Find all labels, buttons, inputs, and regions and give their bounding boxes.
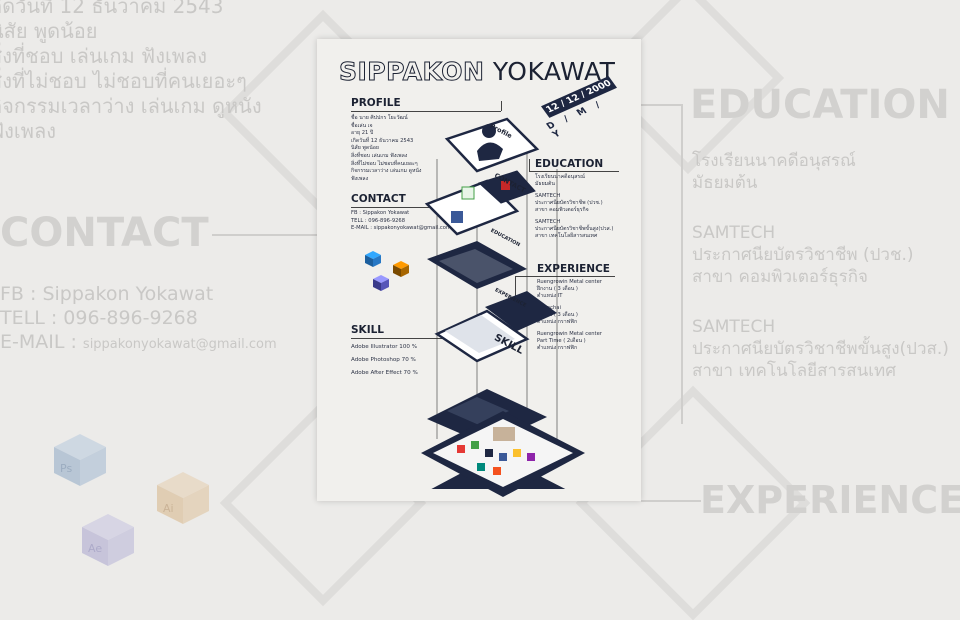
- photoshop-cube-icon: [365, 251, 381, 267]
- app-icon: [499, 453, 507, 461]
- connector-line: [529, 159, 530, 171]
- education-text: โรงเรียนนาคดีอนุสรณ์ มัธยมต้น SAMTECH ปร…: [535, 174, 614, 239]
- experience-heading: EXPERIENCE: [537, 263, 610, 275]
- after-effects-cube-icon: [373, 275, 389, 291]
- skill-list: Adobe Illustrator 100 % Adobe Photoshop …: [351, 344, 418, 376]
- profile-rule: [351, 111, 446, 112]
- bg-education-heading: EDUCATION: [690, 82, 950, 128]
- connector-line: [446, 111, 501, 112]
- bg-connector-line: [212, 234, 317, 236]
- skill-cubes: [365, 251, 409, 291]
- contact-heading: CONTACT: [351, 193, 406, 205]
- svg-text:Ai: Ai: [163, 502, 174, 515]
- contact-rule: [351, 207, 446, 208]
- phone-screen: [421, 411, 585, 497]
- bg-contact-text: FB : Sippakon Yokawat TELL : 096-896-926…: [0, 283, 277, 353]
- bg-education-text: โรงเรียนนาคดีอนุสรณ์ มัธยมต้น SAMTECH ปร…: [692, 151, 949, 381]
- app-icon: [477, 463, 485, 471]
- skill-rule: [351, 338, 426, 339]
- app-icon: [457, 445, 465, 453]
- facebook-icon: [451, 211, 463, 223]
- user-avatar-icon: [482, 124, 496, 138]
- bg-experience-heading: EXPERIENCE: [700, 478, 960, 522]
- app-icon: [493, 467, 501, 475]
- education-rule: [529, 171, 619, 172]
- svg-text:Ae: Ae: [88, 542, 102, 555]
- profile-heading: PROFILE: [351, 97, 401, 109]
- contact-text: FB : Sippakon Yokawat TELL : 096-896-926…: [351, 210, 451, 232]
- profile-text: ชื่อ นาย ศิปปกร โยะวัฒน์ ชื่อเล่น เจ อาย…: [351, 115, 422, 182]
- connector-line: [426, 338, 456, 339]
- bg-contact-heading: CONTACT: [0, 210, 209, 256]
- bg-connector-line: [681, 104, 683, 424]
- bg-profile-text: กิดวันที่ 12 ธันวาคม 2543 นิสัย พูดน้อย …: [0, 0, 262, 143]
- skill-heading: SKILL: [351, 324, 384, 336]
- svg-text:Ps: Ps: [60, 462, 72, 475]
- bg-connector-line: [641, 104, 683, 106]
- resume-poster: SIPPAKON YOKAWAT 12 / 12 / 2000 D / M / …: [317, 39, 641, 501]
- app-icon: [471, 441, 479, 449]
- experience-rule: [515, 276, 615, 277]
- connector-line: [515, 276, 516, 304]
- app-icon: [513, 449, 521, 457]
- poster-title: SIPPAKON YOKAWAT: [338, 57, 615, 87]
- illustrator-cube-icon: Ai: [157, 472, 209, 524]
- mail-icon: [501, 181, 510, 190]
- app-icon: [485, 449, 493, 457]
- first-name: SIPPAKON: [338, 57, 485, 87]
- profile-photo: [493, 427, 515, 441]
- bg-connector-line: [641, 500, 701, 502]
- connector-line: [501, 101, 502, 111]
- education-heading: EDUCATION: [535, 158, 604, 170]
- phone-contact-icon: [461, 186, 475, 200]
- app-icon: [527, 453, 535, 461]
- after-effects-cube-icon: Ae: [82, 514, 134, 566]
- photoshop-cube-icon: Ps: [54, 434, 106, 486]
- illustrator-cube-icon: [393, 261, 409, 277]
- user-body-icon: [477, 142, 503, 161]
